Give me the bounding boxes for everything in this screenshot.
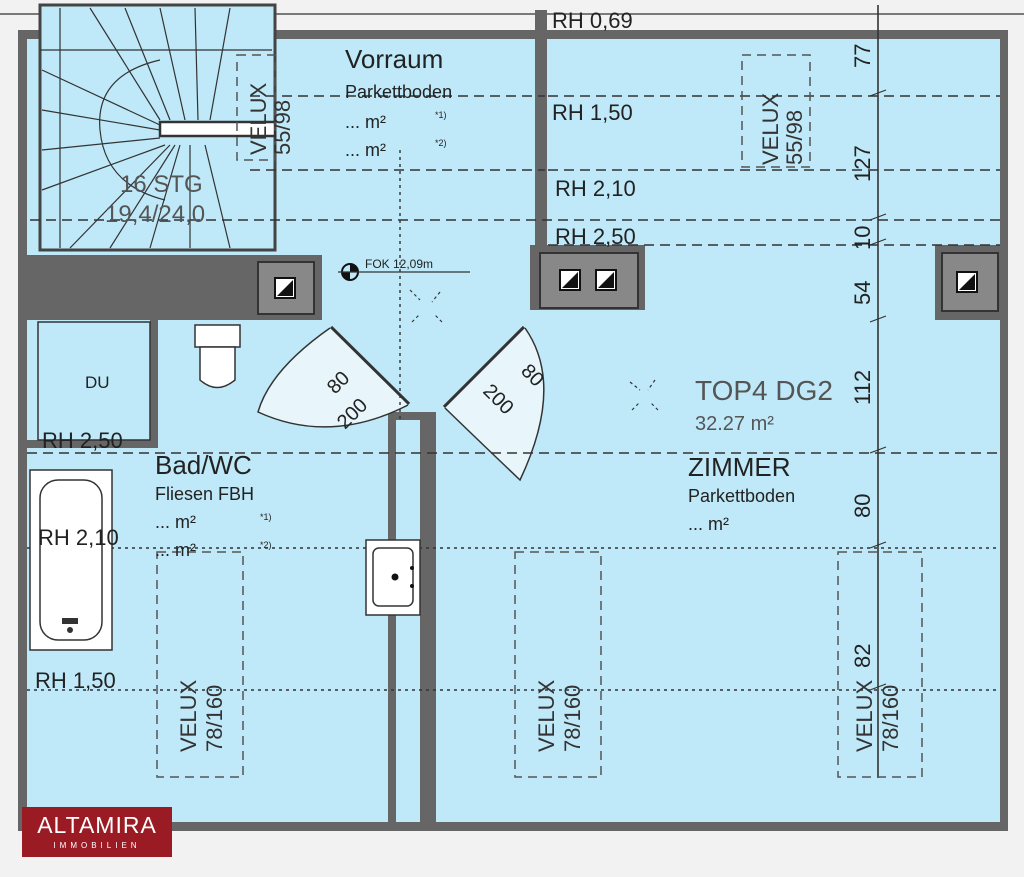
altamira-logo: ALTAMIRA IMMOBILIEN: [22, 807, 172, 857]
bad-name: Bad/WC: [155, 450, 252, 480]
toilet: [194, 324, 241, 389]
dimension-label: 10: [850, 226, 875, 250]
velux-window-1: [236, 54, 276, 161]
fok-label: FOK 12,09m: [365, 257, 433, 271]
wall-left: [18, 30, 27, 830]
velux-window-5: [837, 551, 923, 778]
vorraum-note-2: *2): [435, 138, 447, 148]
velux-label: VELUX: [758, 93, 783, 165]
shower: [37, 321, 151, 441]
shower-label: DU: [85, 373, 110, 392]
velux-size: 55/98: [782, 110, 807, 165]
zimmer-area: ... m²: [688, 514, 729, 534]
velux-size: 78/160: [202, 685, 227, 752]
dimension-label: 80: [850, 494, 875, 518]
rh-150-left: RH 1,50: [35, 668, 116, 693]
stair-treads: [40, 7, 272, 249]
dimension-line: [869, 5, 887, 778]
bad-area-2: ... m²: [155, 540, 196, 560]
zimmer-floor: Parkettboden: [688, 486, 795, 506]
velux-label: VELUX: [534, 680, 559, 752]
zimmer-name: ZIMMER: [688, 452, 791, 482]
vorraum-floor: Parkettboden: [345, 82, 452, 102]
bad-area-1: ... m²: [155, 512, 196, 532]
velux-size: 78/160: [560, 685, 585, 752]
stair-ratio: 19,4/24,0: [105, 201, 205, 228]
velux-label: VELUX: [176, 680, 201, 752]
velux-label: VELUX: [246, 83, 271, 155]
vorraum-area-2: ... m²: [345, 140, 386, 160]
dimension-label: 77: [850, 44, 875, 68]
wall-top: [18, 30, 1006, 39]
velux-size: 78/160: [878, 685, 903, 752]
velux-label: VELUX: [852, 680, 877, 752]
wall-bottom: [18, 822, 1008, 831]
vent-shaft-left: [257, 261, 315, 315]
bathtub: [29, 469, 113, 651]
rh-150-top: RH 1,50: [552, 100, 633, 125]
door-bath[interactable]: [257, 325, 411, 428]
brand-tagline: IMMOBILIEN: [53, 841, 141, 850]
vorraum-area-1: ... m²: [345, 112, 386, 132]
dimension-label: 127: [850, 145, 875, 182]
unit-name: TOP4 DG2: [695, 375, 833, 406]
bad-floor: Fliesen FBH: [155, 484, 254, 504]
wall-right: [1000, 30, 1008, 830]
rh-250-top: RH 2,50: [555, 224, 636, 249]
washbasin: [365, 539, 421, 616]
velux-window-4: [514, 551, 602, 778]
unit-area: 32.27 m²: [695, 413, 774, 435]
rh-210-top: RH 2,10: [555, 176, 636, 201]
velux-size: 55/98: [270, 100, 295, 155]
vorraum-name: Vorraum: [345, 44, 443, 74]
door-zimmer[interactable]: [442, 325, 545, 482]
bad-note-2: *2): [260, 540, 272, 550]
velux-window-3: [156, 551, 244, 778]
rh-top: RH 0,69: [552, 8, 633, 33]
vorraum-note-1: *1): [435, 110, 447, 120]
stair-steps: 16 STG: [120, 171, 203, 198]
rh-250-left: RH 2,50: [42, 428, 123, 453]
vent-shaft-center: [539, 252, 639, 309]
rh-210-left: RH 2,10: [38, 525, 119, 550]
velux-window-2: [741, 54, 811, 168]
fok-marker: [338, 263, 470, 281]
dimension-label: 82: [850, 644, 875, 668]
bad-note-1: *1): [260, 512, 272, 522]
wall-bath-right: [420, 412, 436, 826]
brand-name: ALTAMIRA: [37, 812, 157, 838]
vent-shaft-right: [941, 252, 999, 312]
dimension-label: 112: [850, 370, 875, 405]
wall-vorraum-right: [535, 10, 547, 255]
dimension-label: 54: [850, 281, 875, 305]
